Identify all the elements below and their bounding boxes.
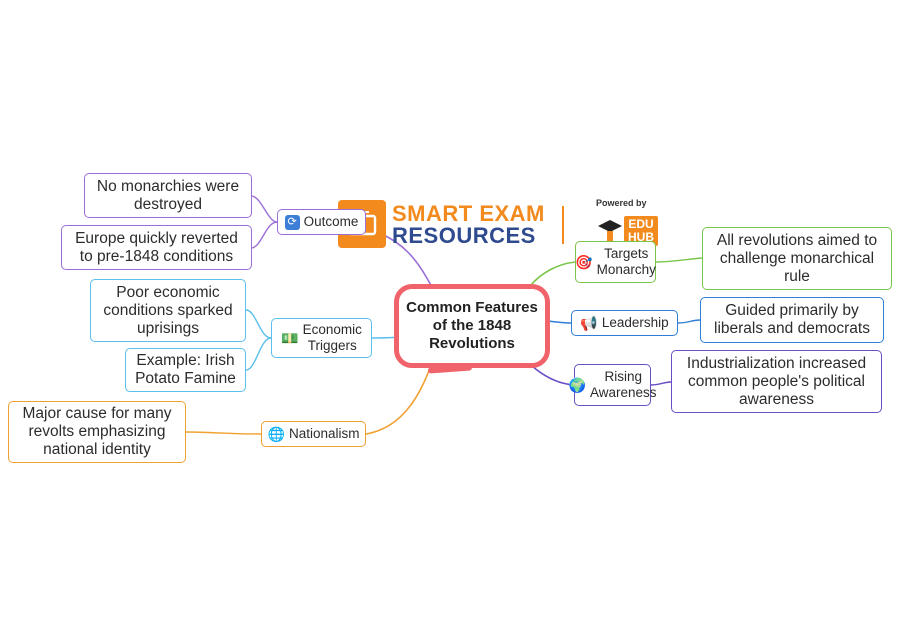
branch-leadership[interactable]: 📢 Leadership bbox=[571, 310, 678, 336]
branch-awareness-line2: Awareness bbox=[589, 385, 657, 400]
leaf-targets-challenge-rule[interactable]: All revolutions aimed to challenge monar… bbox=[702, 227, 892, 290]
link-economic-leaf1 bbox=[245, 309, 272, 339]
logo-separator bbox=[562, 206, 564, 244]
globe-icon: 🌐 bbox=[267, 426, 285, 442]
central-topic[interactable]: Common Features of the 1848 Revolutions bbox=[394, 284, 550, 368]
leaf-outcome-no-monarchies[interactable]: No monarchies were destroyed bbox=[84, 173, 252, 218]
branch-economic-triggers[interactable]: 💵 Economic Triggers bbox=[271, 318, 372, 358]
branch-outcome-label: Outcome bbox=[303, 214, 359, 229]
earth-icon: 🌍 bbox=[568, 377, 586, 393]
link-leadership-leaf1 bbox=[677, 319, 701, 324]
leaf-economic-poor-conditions[interactable]: Poor economic conditions sparked uprisin… bbox=[90, 279, 246, 342]
leaf-outcome-europe-reverted[interactable]: Europe quickly reverted to pre-1848 cond… bbox=[61, 225, 252, 270]
central-topic-line3: Revolutions bbox=[429, 335, 515, 352]
central-topic-line2: of the 1848 bbox=[432, 317, 512, 334]
branch-outcome[interactable]: ⟳ Outcome bbox=[277, 209, 366, 235]
link-nationalism-leaf1 bbox=[185, 431, 262, 435]
target-icon: 🎯 bbox=[575, 254, 593, 270]
branch-nationalism[interactable]: 🌐 Nationalism bbox=[261, 421, 366, 447]
money-icon: 💵 bbox=[281, 330, 299, 346]
link-outcome-leaf2 bbox=[251, 221, 278, 249]
branch-economic-line2: Triggers bbox=[307, 338, 357, 353]
link-awareness-leaf1 bbox=[650, 381, 672, 386]
logo-text-line1: SMART EXAM bbox=[392, 201, 545, 226]
graduation-cap-icon bbox=[598, 220, 622, 244]
branch-nationalism-label: Nationalism bbox=[288, 426, 360, 441]
branch-targets-line1: Targets bbox=[604, 246, 649, 261]
powered-by-text: Powered by bbox=[596, 198, 647, 208]
link-root-awareness bbox=[531, 365, 575, 386]
link-targets-leaf1 bbox=[655, 257, 703, 263]
link-root-targets bbox=[529, 261, 576, 287]
link-root-leadership bbox=[547, 320, 572, 324]
branch-economic-line1: Economic bbox=[302, 322, 362, 337]
branch-rising-awareness[interactable]: 🌍 Rising Awareness bbox=[569, 364, 657, 406]
leaf-nationalism-major-cause[interactable]: Major cause for many revolts emphasizing… bbox=[8, 401, 186, 463]
central-topic-line1: Common Features bbox=[406, 299, 538, 316]
leaf-leadership-liberals[interactable]: Guided primarily by liberals and democra… bbox=[700, 297, 884, 343]
branch-targets-line2: Monarchy bbox=[596, 262, 656, 277]
link-root-nationalism bbox=[365, 367, 431, 435]
leaf-economic-potato-famine[interactable]: Example: Irish Potato Famine bbox=[125, 348, 246, 392]
link-outcome-leaf1 bbox=[251, 195, 278, 223]
refresh-icon: ⟳ bbox=[284, 214, 300, 230]
logo-text-line2: RESOURCES bbox=[392, 223, 536, 248]
branch-awareness-line1: Rising bbox=[604, 369, 642, 384]
smart-exam-resources-logo: SMART EXAM RESOURCES Powered by EDU HUB bbox=[338, 196, 658, 256]
leaf-awareness-industrialization[interactable]: Industrialization increased common peopl… bbox=[671, 350, 882, 413]
megaphone-icon: 📢 bbox=[580, 315, 598, 331]
branch-targets-monarchy[interactable]: 🎯 Targets Monarchy bbox=[575, 241, 656, 283]
link-economic-leaf2 bbox=[245, 337, 272, 371]
branch-leadership-label: Leadership bbox=[601, 315, 669, 330]
